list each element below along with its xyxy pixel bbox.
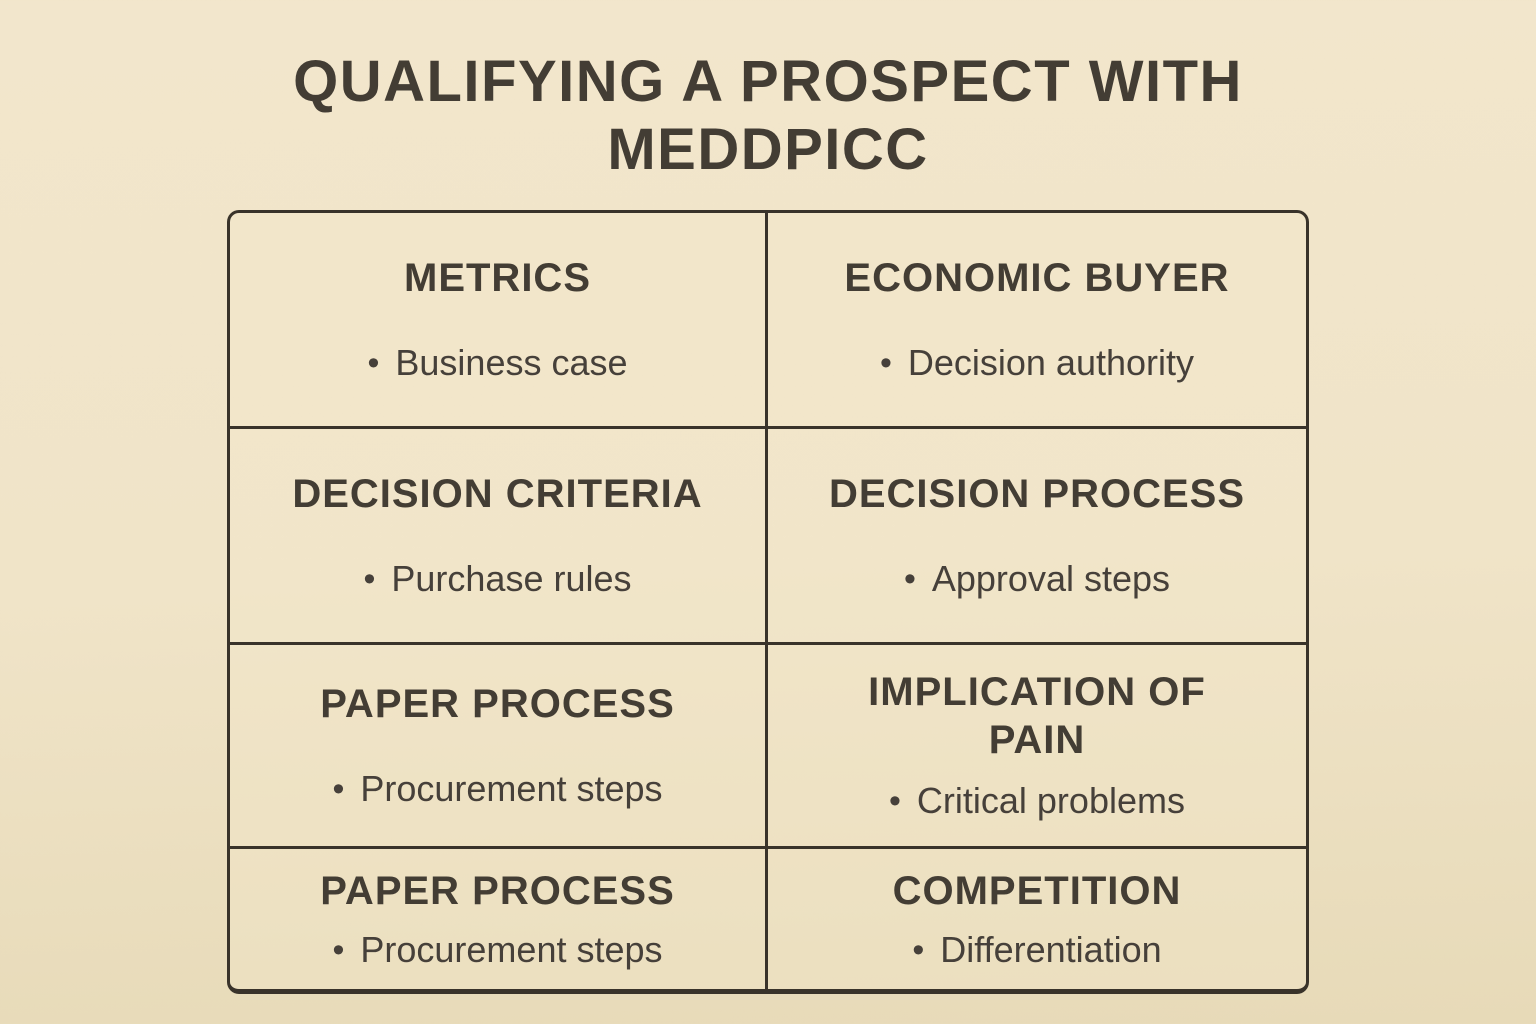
bullet-dot-icon: • xyxy=(367,344,380,383)
cell-heading: DECISION PROCESS xyxy=(828,472,1246,517)
cell-decision-criteria: DECISION CRITERIA • Purchase rules xyxy=(230,428,768,645)
bullet-dot-icon: • xyxy=(903,560,916,599)
meddpicc-grid: METRICS • Business case ECONOMIC BUYER •… xyxy=(227,209,1309,994)
cell-bullet-line: • Approval steps xyxy=(904,558,1170,600)
cell-implication-of-pain: IMPLICATION OF PAIN • Critical problems xyxy=(768,645,1306,849)
bullet-dot-icon: • xyxy=(879,344,892,383)
cell-heading: COMPETITION xyxy=(892,868,1182,913)
cell-bullet-text: Purchase rules xyxy=(391,558,632,600)
cell-bullet-text: Decision authority xyxy=(907,342,1195,384)
cell-bullet-text: Critical problems xyxy=(916,780,1185,822)
cell-paper-process: PAPER PROCESS • Procurement steps xyxy=(230,644,768,849)
cell-bullet-line: • Differentiation xyxy=(912,929,1161,971)
page-title: QUALIFYING A PROSPECT WITH MEDDPICC xyxy=(293,49,1243,182)
cell-bullet-line: • Procurement steps xyxy=(332,768,662,810)
cell-paper-process-2: PAPER PROCESS • Procurement steps xyxy=(230,848,768,989)
cell-bullet-line: • Critical problems xyxy=(889,780,1185,822)
bullet-dot-icon: • xyxy=(363,560,376,599)
cell-economic-buyer: ECONOMIC BUYER • Decision authority xyxy=(768,213,1306,429)
cell-heading: ECONOMIC BUYER xyxy=(844,256,1230,301)
cell-bullet-text: Approval steps xyxy=(931,558,1171,600)
cell-decision-process: DECISION PROCESS • Approval steps xyxy=(768,429,1306,645)
cell-bullet-text: Procurement steps xyxy=(360,928,663,970)
cell-heading: IMPLICATION OF PAIN xyxy=(868,670,1206,763)
cell-bullet-line: • Purchase rules xyxy=(363,558,631,600)
cell-heading: DECISION CRITERIA xyxy=(292,472,703,517)
cell-bullet-line: • Decision authority xyxy=(880,342,1194,384)
cell-bullet-text: Procurement steps xyxy=(360,768,663,810)
bullet-dot-icon: • xyxy=(332,770,345,809)
cell-heading: PAPER PROCESS xyxy=(320,682,675,727)
cell-competition: COMPETITION • Differentiation xyxy=(768,849,1306,989)
cell-bullet-text: Differentiation xyxy=(940,928,1162,970)
bullet-dot-icon: • xyxy=(912,930,925,969)
cell-bullet-line: • Procurement steps xyxy=(332,929,662,971)
cell-bullet-text: Business case xyxy=(395,342,628,384)
bullet-dot-icon: • xyxy=(889,782,901,821)
cell-heading: PAPER PROCESS xyxy=(320,868,675,913)
cell-heading: METRICS xyxy=(404,256,591,301)
cell-metrics: METRICS • Business case xyxy=(230,212,768,429)
cell-bullet-line: • Business case xyxy=(367,342,627,384)
bullet-dot-icon: • xyxy=(332,930,345,969)
